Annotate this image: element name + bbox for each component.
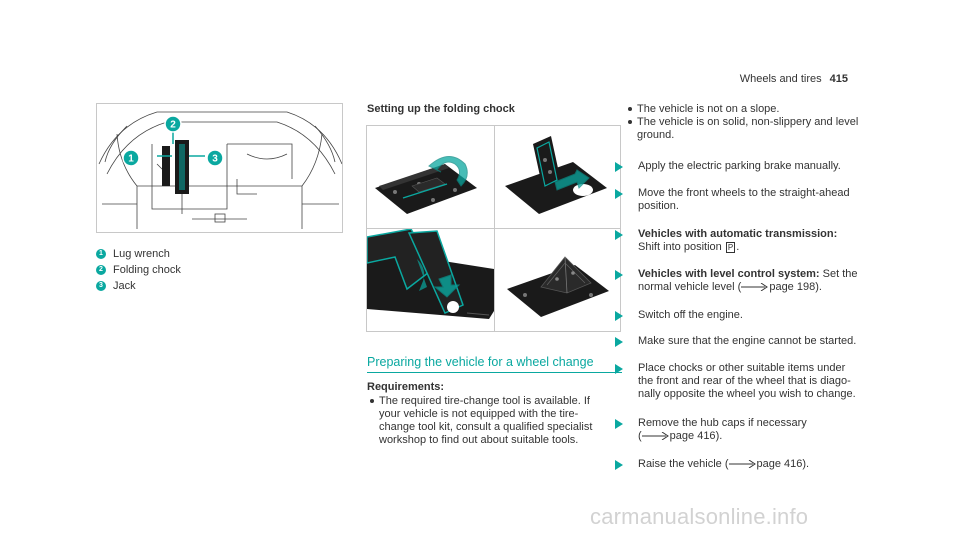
step-triangle-icon bbox=[612, 268, 638, 294]
step-triangle-icon bbox=[612, 160, 638, 173]
page-reference-link[interactable]: page 198 bbox=[769, 281, 816, 293]
step-text: Switch off the engine. bbox=[638, 309, 743, 321]
requirement-line: your vehicle is not equipped with the ti… bbox=[379, 408, 579, 420]
step-item: Apply the electric parking brake manuall… bbox=[612, 160, 841, 173]
step-text: the front and rear of the wheel that is … bbox=[638, 375, 851, 387]
folding-chock-illustration-grid bbox=[366, 125, 621, 332]
callout-number-icon: 3 bbox=[96, 281, 106, 291]
cross-reference-arrow-icon bbox=[741, 283, 769, 292]
chock-step-3-illustration bbox=[367, 229, 494, 319]
figure-legend: 1 Lug wrench 2 Folding chock 3 Jack bbox=[96, 246, 181, 294]
svg-text:2: 2 bbox=[170, 120, 176, 131]
step-condition: Vehicles with level control system: bbox=[638, 268, 820, 280]
chock-setup-heading: Setting up the folding chock bbox=[367, 103, 515, 115]
chock-step-1-illustration bbox=[375, 156, 477, 214]
step-triangle-icon bbox=[612, 417, 638, 443]
chock-step-2-illustration bbox=[505, 136, 607, 214]
step-triangle-icon bbox=[612, 362, 638, 401]
step-triangle-icon bbox=[612, 228, 638, 254]
requirement-line: change tool kit, consult a qualified spe… bbox=[379, 421, 593, 433]
step-text: Move the front wheels to the straight-ah… bbox=[638, 187, 850, 199]
page-reference-link[interactable]: page 416 bbox=[669, 430, 716, 442]
grid-divider bbox=[367, 228, 620, 229]
gear-position-p-icon: P bbox=[725, 242, 736, 253]
requirement-line: The required tire-change tool is availab… bbox=[379, 395, 590, 407]
step-text: position. bbox=[638, 200, 679, 212]
step-text: Shift into position bbox=[638, 241, 722, 253]
step-text: Make sure that the engine cannot be star… bbox=[638, 335, 857, 347]
running-header: Wheels and tires 415 bbox=[740, 73, 848, 85]
step-item: Move the front wheels to the straight-ah… bbox=[612, 187, 850, 213]
step-condition: Vehicles with automatic transmission: bbox=[638, 228, 838, 240]
step-text: ( bbox=[638, 430, 642, 442]
requirement-line: workshop to find out about suitable tool… bbox=[379, 434, 579, 446]
step-text: nally opposite the wheel you wish to cha… bbox=[638, 388, 856, 400]
callout-number-icon: 1 bbox=[96, 249, 106, 259]
list-item: The required tire-change tool is availab… bbox=[367, 395, 592, 447]
legend-label: Jack bbox=[113, 280, 136, 292]
trunk-drawing: 1 2 3 bbox=[98, 111, 342, 229]
step-text: Apply the electric parking brake manuall… bbox=[638, 160, 841, 172]
step-item: Place chocks or other suitable items und… bbox=[612, 362, 856, 401]
legend-item: 3 Jack bbox=[96, 278, 181, 294]
cross-reference-arrow-icon bbox=[641, 432, 669, 441]
page-reference-link[interactable]: page 416 bbox=[756, 458, 803, 470]
page-number: 415 bbox=[829, 73, 848, 85]
bullet-dot-icon bbox=[625, 103, 637, 116]
step-text: normal vehicle level ( bbox=[638, 281, 742, 293]
step-triangle-icon bbox=[612, 187, 638, 213]
requirements-label: Requirements: bbox=[367, 381, 445, 393]
header-section-title: Wheels and tires bbox=[739, 73, 822, 85]
section-heading: Preparing the vehicle for a wheel change bbox=[367, 355, 594, 369]
step-item: Vehicles with automatic transmission: Sh… bbox=[612, 228, 837, 254]
legend-label: Lug wrench bbox=[113, 248, 170, 260]
step-item: Make sure that the engine cannot be star… bbox=[612, 335, 856, 348]
step-item: Remove the hub caps if necessary ( page 4… bbox=[612, 417, 807, 443]
step-triangle-icon bbox=[612, 458, 638, 471]
list-item: The vehicle is on solid, non-slippery an… bbox=[625, 116, 858, 142]
condition-line: The vehicle is on solid, non-slippery an… bbox=[637, 116, 859, 128]
step-item: Raise the vehicle ( page 416). bbox=[612, 458, 809, 471]
footer-watermark: carmanualsonline.info bbox=[590, 504, 809, 529]
step-text: ). bbox=[815, 281, 822, 293]
step-triangle-icon bbox=[612, 335, 638, 348]
trunk-illustration: 1 2 3 bbox=[96, 103, 343, 233]
section-rule bbox=[367, 372, 622, 373]
step-item: Switch off the engine. bbox=[612, 309, 743, 322]
step-text: Place chocks or other suitable items und… bbox=[638, 362, 846, 374]
legend-item: 1 Lug wrench bbox=[96, 246, 181, 262]
legend-item: 2 Folding chock bbox=[96, 262, 181, 278]
condition-line: ground. bbox=[637, 129, 675, 141]
conditions-list: The vehicle is not on a slope. The vehic… bbox=[625, 103, 858, 142]
svg-text:1: 1 bbox=[128, 154, 134, 165]
step-text: ). bbox=[715, 430, 723, 442]
step-text: Set the bbox=[819, 268, 858, 280]
chock-step-4-illustration bbox=[507, 256, 609, 317]
svg-text:3: 3 bbox=[212, 154, 218, 165]
callout-number-icon: 2 bbox=[96, 265, 106, 275]
condition-line: The vehicle is not on a slope. bbox=[637, 103, 780, 115]
list-item: The vehicle is not on a slope. bbox=[625, 103, 858, 116]
step-text: Remove the hub caps if necessary bbox=[638, 417, 807, 429]
step-triangle-icon bbox=[612, 309, 638, 322]
bullet-dot-icon bbox=[625, 116, 637, 142]
step-text: . bbox=[736, 241, 740, 253]
step-text: Raise the vehicle ( bbox=[638, 458, 729, 470]
bullet-dot-icon bbox=[367, 395, 379, 447]
cross-reference-arrow-icon bbox=[728, 460, 756, 469]
step-text: ). bbox=[802, 458, 810, 470]
step-item: Vehicles with level control system: Set … bbox=[612, 268, 858, 294]
requirements-list: The required tire-change tool is availab… bbox=[367, 395, 592, 447]
callout-number-icon: 1 2 3 bbox=[122, 115, 224, 167]
legend-label: Folding chock bbox=[113, 264, 181, 276]
